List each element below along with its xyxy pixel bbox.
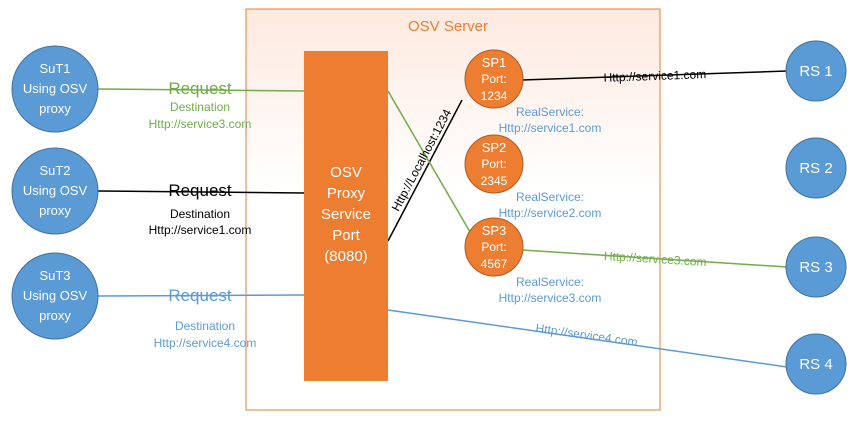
- sut1-request-label: Request: [168, 79, 232, 98]
- sp3-rs3-link-label: Http://service3.com: [604, 249, 707, 269]
- proxy-line-5: (8080): [324, 248, 368, 265]
- sp1-rs1-link-label: Http://service1.com: [603, 67, 706, 85]
- sut2-label: SuT2 Using OSV proxy: [12, 161, 98, 221]
- sut3-destination-label: Destination: [174, 319, 236, 333]
- sp2-realservice-label: RealService:: [515, 190, 585, 204]
- rs3-node[interactable]: [785, 236, 847, 298]
- proxy-line-1: OSV: [330, 164, 362, 181]
- sp1-to-rs1-line: [521, 70, 788, 81]
- sp2-port-label: Port:: [481, 157, 507, 171]
- sut1-name: SuT1: [39, 61, 71, 76]
- sut1-destination-url: Http://service3.com: [148, 117, 252, 131]
- sut2-destination-url: Http://service1.com: [148, 223, 252, 237]
- sut1-request-line: [97, 88, 305, 92]
- sut2-name: SuT2: [39, 163, 71, 178]
- sut3-name: SuT3: [39, 268, 71, 283]
- proxy-line-3: Service: [320, 206, 372, 223]
- proxy-line-4: Port: [332, 227, 360, 244]
- sut2-request-line: [97, 190, 305, 194]
- rs2-label: RS 2: [799, 160, 833, 177]
- sp2-node[interactable]: [464, 134, 524, 194]
- sp1-realservice-label: RealService:: [515, 105, 585, 119]
- rs4-label: RS 4: [799, 356, 833, 373]
- sut3-node[interactable]: [11, 252, 99, 340]
- sut2-request-label: Request: [168, 181, 232, 200]
- sp2-realservice-url: Http://service2.com: [498, 206, 602, 220]
- rs1-label: RS 1: [799, 63, 833, 80]
- rs3-label: RS 3: [799, 259, 833, 276]
- sut1-line3: proxy: [39, 101, 71, 116]
- sp3-port: 4567: [480, 257, 508, 271]
- sp2-label: SP2 Port: 2345: [465, 139, 523, 190]
- sp1-realservice-url: Http://service1.com: [498, 121, 602, 135]
- sut2-line2: Using OSV: [22, 183, 88, 198]
- sp2-name: SP2: [481, 140, 507, 155]
- sut3-line2: Using OSV: [22, 288, 88, 303]
- sut3-destination-url: Http://service4.com: [153, 336, 257, 350]
- sut1-destination-label: Destination: [169, 100, 231, 114]
- sp3-name: SP3: [481, 223, 507, 238]
- proxy-label: OSV Proxy Service Port (8080): [304, 162, 388, 267]
- sp3-realservice-url: Http://service3.com: [498, 291, 602, 305]
- sut1-line2: Using OSV: [22, 81, 88, 96]
- sut3-request-line: [97, 294, 305, 297]
- sp3-label: SP3 Port: 4567: [465, 222, 523, 273]
- osv-server-title: OSV Server: [408, 18, 489, 35]
- sut2-destination-label: Destination: [169, 207, 231, 221]
- proxy-to-rs4-line: [387, 309, 788, 368]
- sp1-node[interactable]: [464, 49, 524, 109]
- proxy-line-2: Proxy: [326, 185, 366, 202]
- sp3-node[interactable]: [464, 217, 524, 277]
- sut1-label: SuT1 Using OSV proxy: [12, 59, 98, 119]
- sp1-name: SP1: [481, 55, 507, 70]
- sut3-line3: proxy: [39, 308, 71, 323]
- sut2-node[interactable]: [11, 147, 99, 235]
- sp1-port: 1234: [480, 89, 508, 103]
- sp1-port-label: Port:: [481, 72, 507, 86]
- rs1-node[interactable]: [785, 40, 847, 102]
- proxy-to-sp1-line: [387, 99, 463, 242]
- rs2-node[interactable]: [785, 137, 847, 199]
- sp3-to-rs3-line: [521, 249, 788, 268]
- sp3-port-label: Port:: [481, 240, 507, 254]
- sut1-node[interactable]: [11, 45, 99, 133]
- sp2-port: 2345: [480, 174, 508, 188]
- sut3-request-label: Request: [168, 286, 232, 305]
- sp1-label: SP1 Port: 1234: [465, 54, 523, 105]
- rs4-node[interactable]: [785, 333, 847, 395]
- sp3-realservice-label: RealService:: [515, 275, 585, 289]
- sut2-line3: proxy: [39, 203, 71, 218]
- proxy-to-sp3-line: [387, 90, 471, 233]
- sut3-label: SuT3 Using OSV proxy: [12, 266, 98, 326]
- osv-proxy-service-box: [304, 51, 388, 381]
